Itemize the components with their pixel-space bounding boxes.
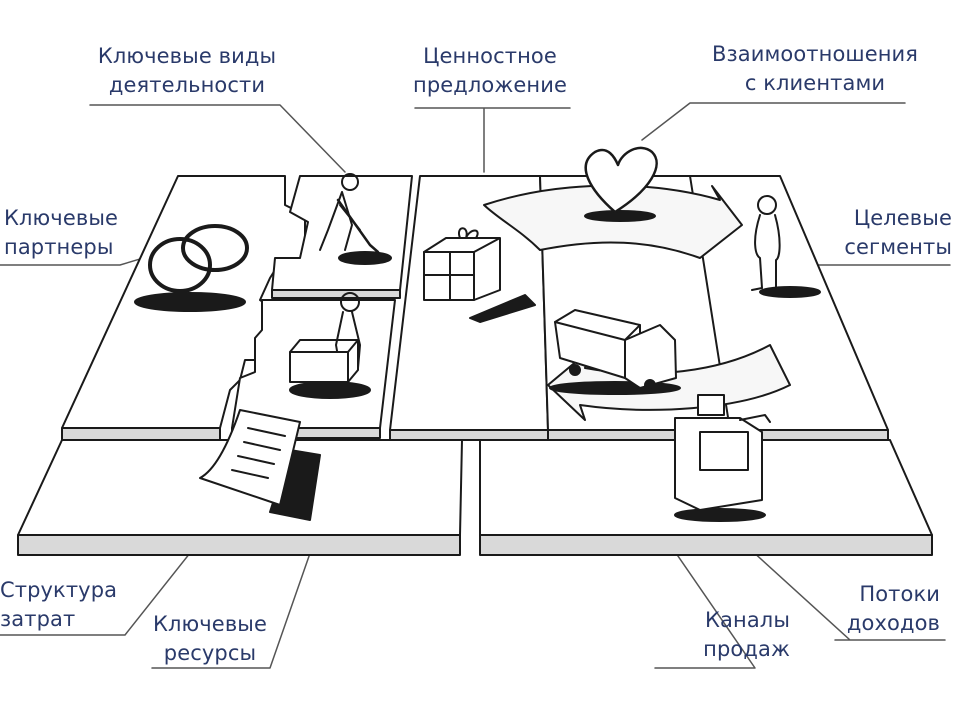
cash-register-icon — [674, 394, 771, 522]
truck-icon — [549, 309, 681, 395]
label-line: с клиентами — [744, 71, 886, 95]
receipt-paper-icon — [199, 409, 321, 521]
wedding-rings-icon — [134, 224, 249, 312]
label-line: предложение — [412, 73, 567, 97]
person-with-box-icon — [289, 292, 371, 399]
label-line: Ключевые — [4, 206, 119, 230]
label-line: продаж — [703, 637, 790, 661]
label-line: Взаимоотношения — [711, 42, 919, 66]
label-line: Ключевые — [152, 612, 267, 636]
label-line: Ключевые виды — [97, 44, 277, 68]
label-customer-segments: Целевые сегменты — [820, 204, 952, 262]
label-cost-structure: Структура затрат — [0, 576, 130, 634]
label-line: деятельности — [108, 73, 266, 97]
label-key-partners: Ключевые партнеры — [4, 204, 134, 262]
label-customer-relationships: Взаимоотношения с клиентами — [700, 40, 930, 98]
label-channels: Каналы продаж — [650, 606, 790, 664]
label-value-proposition: Ценностное предложение — [400, 42, 580, 100]
label-line: затрат — [0, 607, 76, 631]
label-line: партнеры — [4, 235, 114, 259]
label-line: Структура — [0, 578, 118, 602]
leader-lines — [0, 102, 951, 669]
label-line: доходов — [846, 611, 940, 635]
label-key-activities: Ключевые виды деятельности — [92, 42, 282, 100]
label-line: сегменты — [844, 235, 952, 259]
digging-person-icon — [319, 173, 392, 265]
standing-person-icon — [751, 195, 821, 298]
label-line: Потоки — [859, 582, 940, 606]
gift-box-icon — [423, 227, 536, 323]
label-line: Каналы — [705, 608, 790, 632]
label-line: Целевые — [853, 206, 952, 230]
label-line: Ценностное — [423, 44, 557, 68]
label-revenue-streams: Потоки доходов — [810, 580, 940, 638]
heart-icon — [584, 146, 658, 222]
label-line: ресурсы — [163, 641, 257, 665]
label-key-resources: Ключевые ресурсы — [140, 610, 280, 668]
